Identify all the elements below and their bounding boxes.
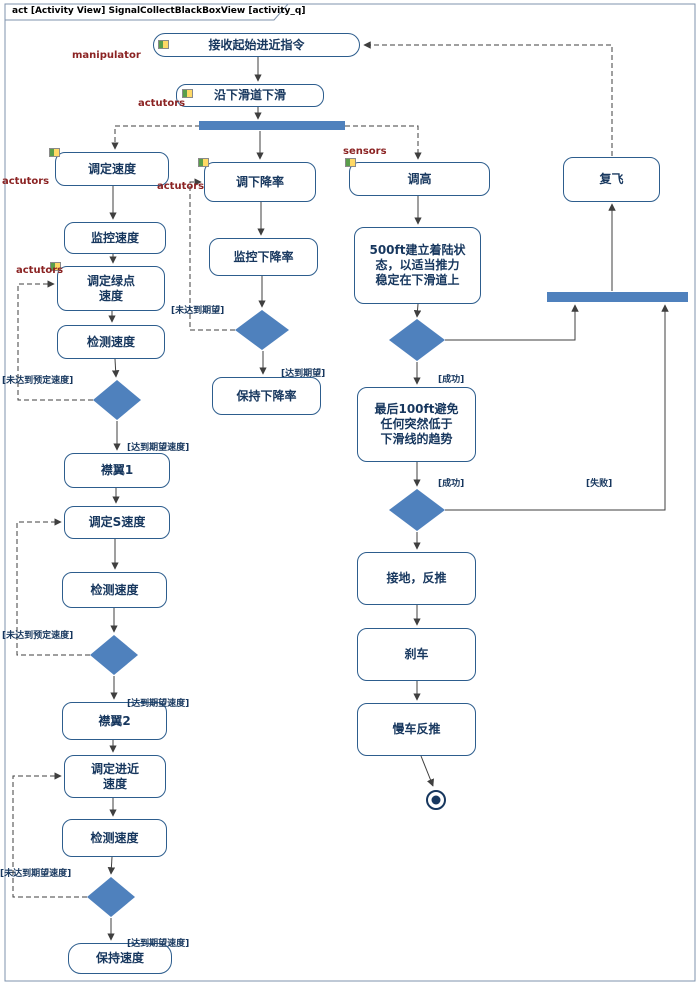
- guard-fail: [失败]: [586, 479, 613, 489]
- action-go-around-label: 复飞: [599, 172, 624, 186]
- guard-reach-expect-1: [达到期望速度]: [127, 443, 190, 453]
- action-detect-speed-3-label: 检测速度: [90, 830, 139, 845]
- guard-not-reach-preset-2: [未达到预定速度]: [2, 631, 74, 641]
- action-establish-500ft[interactable]: 500ft建立着陆状 态，以适当推力 稳定在下滑道上: [354, 227, 481, 304]
- action-keep-descent-rate-label: 保持下降率: [236, 388, 297, 403]
- partition-label-actutors-glide: actutors: [138, 98, 186, 109]
- action-keep-speed-label: 保持速度: [95, 951, 144, 965]
- action-touchdown-label: 接地，反推: [386, 571, 447, 585]
- action-set-approach-speed[interactable]: 调定进近 速度: [64, 755, 166, 798]
- fork-bar[interactable]: [199, 121, 345, 130]
- allocation-icon: [158, 40, 169, 49]
- action-flap2-label: 襟翼2: [98, 713, 131, 728]
- action-monitor-speed-label: 监控速度: [90, 230, 139, 245]
- guard-reach-expect-2: [达到期望速度]: [127, 699, 190, 709]
- guard-not-reach-preset-1: [未达到预定速度]: [2, 376, 74, 386]
- action-set-altitude[interactable]: 调高: [349, 162, 490, 196]
- edge-detect3-d3: [107, 856, 116, 875]
- action-set-s-speed-label: 调定S速度: [88, 515, 146, 529]
- action-set-s-speed[interactable]: 调定S速度: [64, 506, 170, 539]
- edge-500ft-d5: [413, 303, 422, 318]
- action-set-speed-label: 调定速度: [87, 161, 136, 176]
- action-glide[interactable]: 沿下滑道下滑: [176, 84, 324, 107]
- action-final-100ft[interactable]: 最后100ft避免 任何突然低于 下滑线的趋势: [357, 387, 476, 462]
- guard-success-1: [成功]: [438, 375, 465, 385]
- action-keep-descent-rate[interactable]: 保持下降率: [212, 377, 321, 415]
- partition-label-actutors-green: actutors: [16, 265, 64, 276]
- diagram-tab-title: act [Activity View] SignalCollectBlackBo…: [12, 6, 306, 16]
- edge-fork-setalt: [345, 125, 422, 160]
- guard-success-2: [成功]: [438, 479, 465, 489]
- allocation-icon: [345, 158, 356, 167]
- edge-d5-fail-join: [445, 304, 579, 341]
- action-idle-reverse[interactable]: 慢车反推: [357, 703, 476, 756]
- action-touchdown[interactable]: 接地，反推: [357, 552, 476, 605]
- edge-d2-loop-ssspeed: [16, 518, 90, 656]
- action-final-100ft-label: 最后100ft避免 任何突然低于 下滑线的趋势: [374, 402, 459, 446]
- edge-d1-loop-greendot: [17, 280, 93, 401]
- action-keep-speed[interactable]: 保持速度: [68, 943, 172, 974]
- action-set-green-dot-speed[interactable]: 调定绿点 速度: [57, 266, 165, 311]
- action-set-speed[interactable]: 调定速度: [55, 152, 169, 186]
- dashed-edges: [12, 41, 613, 898]
- join-bar[interactable]: [547, 292, 688, 302]
- allocation-icon: [50, 262, 61, 271]
- diagram-frame: [4, 3, 696, 982]
- action-monitor-descent-rate-label: 监控下降率: [233, 249, 294, 264]
- solid-edges: [107, 57, 669, 941]
- activity-final-node[interactable]: [426, 790, 446, 810]
- action-detect-speed-1[interactable]: 检测速度: [57, 325, 165, 359]
- action-go-around[interactable]: 复飞: [563, 157, 660, 202]
- action-detect-speed-2[interactable]: 检测速度: [62, 572, 167, 608]
- allocation-icon: [198, 158, 209, 167]
- action-detect-speed-1-label: 检测速度: [86, 334, 135, 349]
- decision-speed-1[interactable]: [93, 380, 141, 420]
- action-monitor-descent-rate[interactable]: 监控下降率: [209, 238, 318, 276]
- action-brake[interactable]: 刹车: [357, 628, 476, 681]
- edge-fork-setspeed: [111, 125, 200, 150]
- partition-label-sensors: sensors: [343, 146, 387, 157]
- action-detect-speed-2-label: 检测速度: [90, 582, 139, 597]
- guard-not-reach-expect-3: [未达到期望速度]: [0, 869, 72, 879]
- action-establish-500ft-label: 500ft建立着陆状 态，以适当推力 稳定在下滑道上: [369, 243, 466, 287]
- decision-speed-3[interactable]: [87, 877, 135, 917]
- decision-500ft[interactable]: [389, 319, 445, 361]
- action-flap2[interactable]: 襟翼2: [62, 702, 167, 740]
- action-brake-label: 刹车: [404, 647, 429, 661]
- edge-detect1-d1: [111, 358, 120, 378]
- action-set-descent-rate[interactable]: 调下降率: [204, 162, 316, 202]
- partition-label-actutors-descent: actutors: [157, 181, 205, 192]
- edge-d3-loop-approach: [12, 772, 87, 898]
- action-start-label: 接收起始进近指令: [208, 37, 305, 52]
- action-glide-label: 沿下滑道下滑: [213, 88, 286, 102]
- action-start[interactable]: 接收起始进近指令: [153, 33, 360, 57]
- decision-speed-2[interactable]: [90, 635, 138, 675]
- action-set-green-dot-label: 调定绿点 速度: [86, 273, 135, 303]
- action-set-descent-rate-label: 调下降率: [235, 174, 284, 189]
- action-monitor-speed[interactable]: 监控速度: [64, 222, 166, 254]
- allocation-icon: [182, 89, 193, 98]
- diagram-frame-tab: [4, 3, 290, 21]
- action-flap1-label: 襟翼1: [100, 463, 134, 477]
- allocation-icon: [49, 148, 60, 157]
- action-set-altitude-label: 调高: [407, 171, 432, 186]
- action-detect-speed-3[interactable]: 检测速度: [62, 819, 167, 857]
- decision-descent-rate[interactable]: [235, 310, 289, 350]
- edge-d6-fail-join: [445, 304, 669, 511]
- guard-reach-expect-rate: [达到期望]: [281, 369, 326, 379]
- partition-label-manipulator: manipulator: [72, 50, 141, 61]
- partition-label-actutors-speed: actutors: [2, 176, 50, 187]
- action-set-approach-speed-label: 调定进近 速度: [90, 761, 139, 791]
- guard-not-reach-expect-rate: [未达到期望]: [171, 306, 225, 316]
- action-idle-reverse-label: 慢车反推: [392, 722, 441, 736]
- guard-reach-expect-3: [达到期望速度]: [127, 939, 190, 949]
- edge-goaround-start: [363, 41, 613, 156]
- edge-idlereverse-final: [420, 755, 434, 787]
- action-flap1[interactable]: 襟翼1: [64, 453, 170, 488]
- decision-100ft[interactable]: [389, 489, 445, 531]
